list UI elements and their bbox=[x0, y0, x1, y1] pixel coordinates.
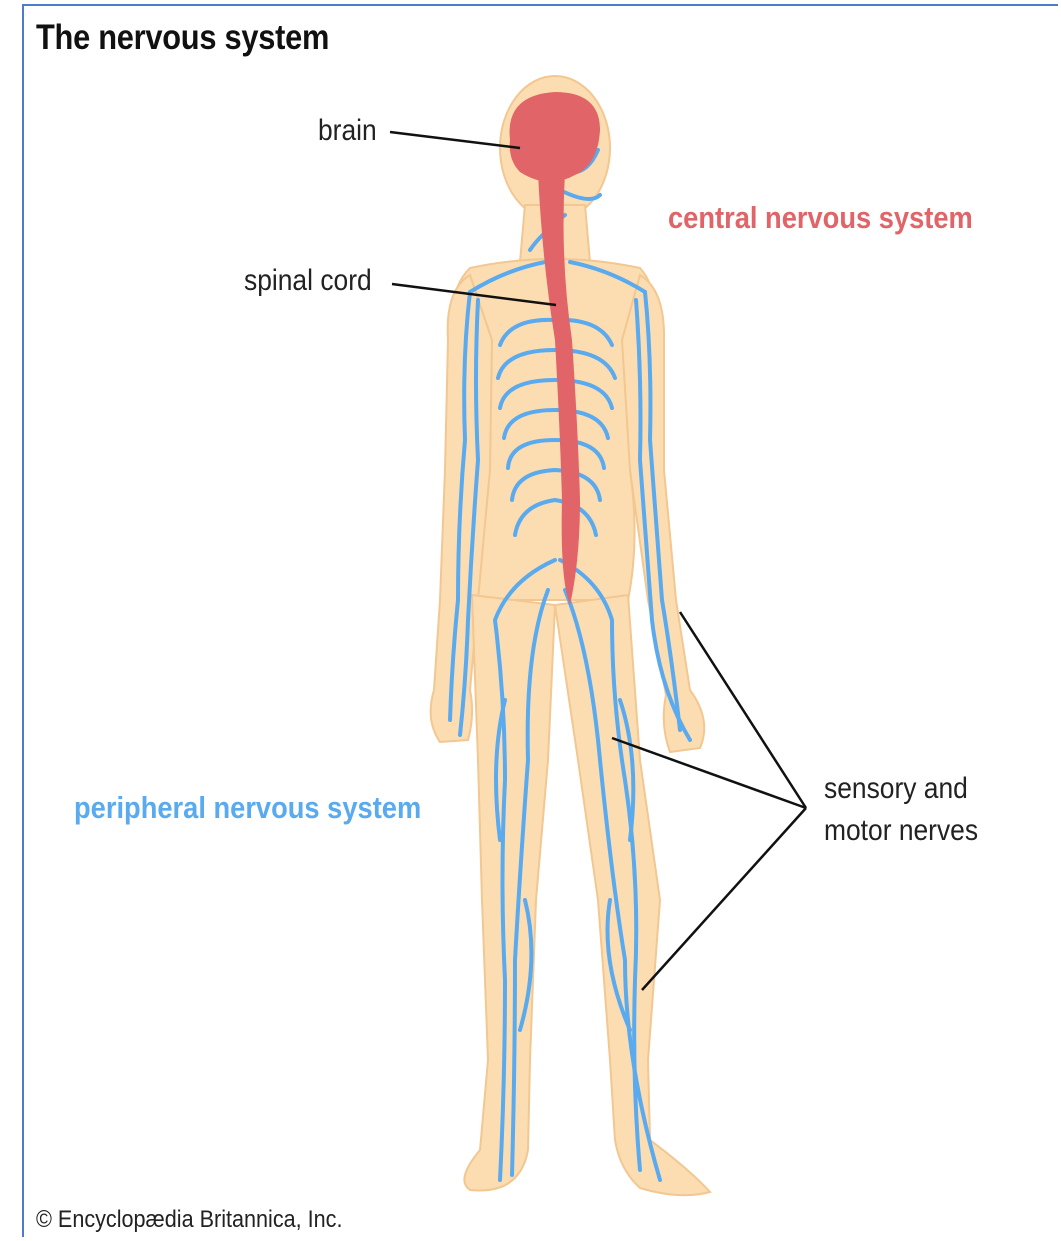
central-nervous-system-label: central nervous system bbox=[668, 200, 973, 236]
spinal-cord-label: spinal cord bbox=[244, 264, 372, 298]
nerves-leader-line-shin bbox=[642, 808, 806, 990]
sensory-label-line-1: sensory and bbox=[824, 768, 978, 810]
peripheral-nervous-system-label: peripheral nervous system bbox=[74, 790, 421, 826]
brain-label: brain bbox=[318, 114, 377, 148]
copyright-credit: © Encyclopædia Britannica, Inc. bbox=[36, 1206, 342, 1234]
sensory-motor-nerves-label: sensory and motor nerves bbox=[824, 768, 978, 852]
sensory-label-line-2: motor nerves bbox=[824, 810, 978, 852]
